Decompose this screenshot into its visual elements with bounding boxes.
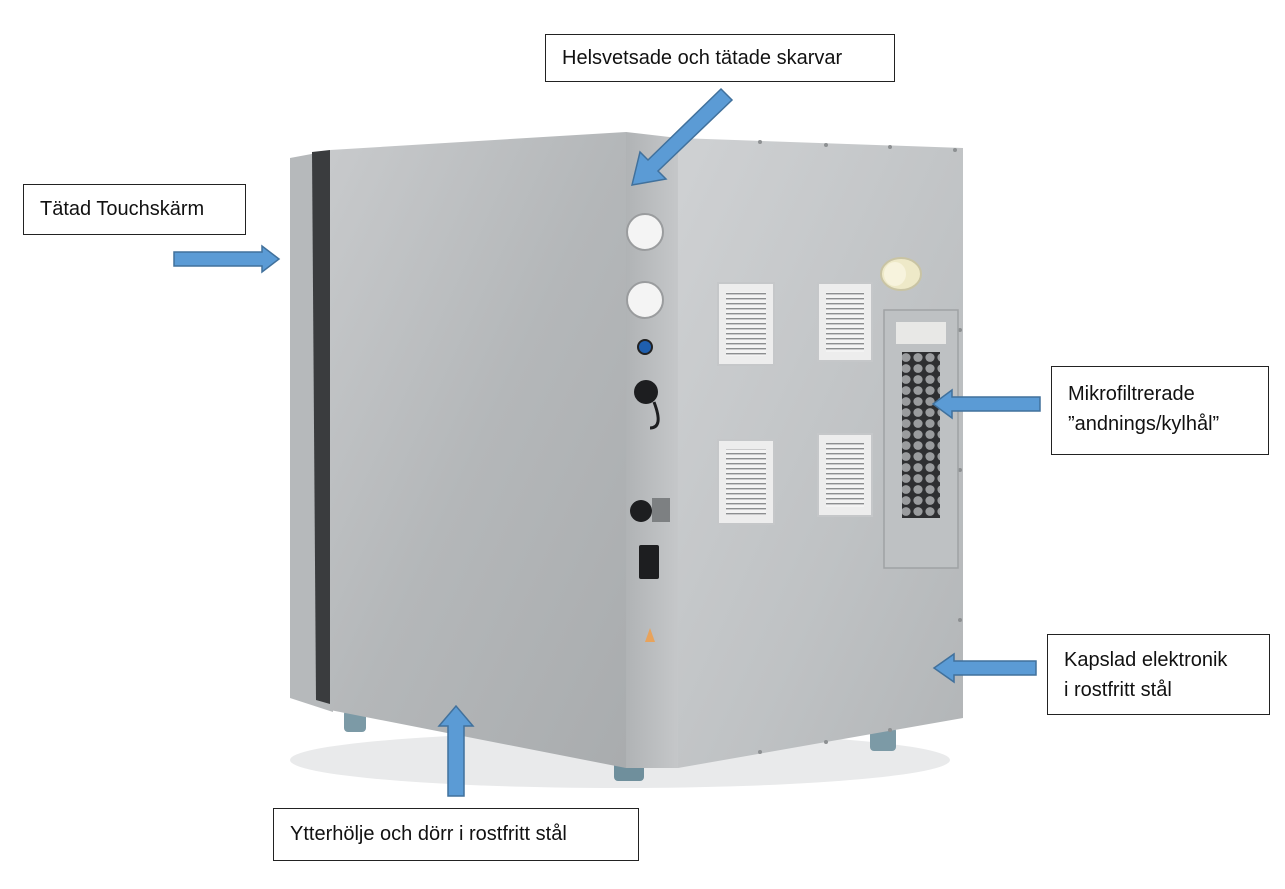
connector-icon bbox=[630, 500, 652, 522]
vent-grille-icon bbox=[717, 439, 775, 525]
arrow-icon bbox=[932, 652, 1037, 684]
connector-housing bbox=[652, 498, 670, 522]
connector-icon bbox=[637, 339, 653, 355]
callout-filter-line2: ”andnings/kylhål” bbox=[1068, 413, 1220, 435]
panel-screws bbox=[758, 140, 962, 754]
vent-grille-icon bbox=[817, 433, 873, 517]
callout-housing-text: Ytterhölje och dörr i rostfritt stål bbox=[290, 823, 567, 845]
connector-cap-cord bbox=[649, 401, 660, 430]
warning-icon bbox=[645, 628, 655, 642]
callout-touchscreen-text: Tätad Touchskärm bbox=[40, 198, 205, 220]
callout-seams: Helsvetsade och tätade skarvar bbox=[545, 34, 895, 82]
callout-filter: Mikrofiltrerade ”andnings/kylhål” bbox=[1051, 366, 1269, 455]
round-plug bbox=[626, 281, 664, 319]
callout-filter-line1: Mikrofiltrerade bbox=[1068, 383, 1195, 405]
front-panel bbox=[330, 132, 626, 768]
callout-electronics-line2: i rostfritt stål bbox=[1064, 679, 1172, 701]
power-inlet-icon bbox=[639, 545, 659, 579]
exhaust-cap-inner bbox=[884, 262, 906, 286]
callout-touchscreen: Tätad Touchskärm bbox=[23, 184, 246, 235]
callout-electronics: Kapslad elektronik i rostfritt stål bbox=[1047, 634, 1270, 715]
filter-label bbox=[896, 322, 946, 344]
callout-electronics-line1: Kapslad elektronik bbox=[1064, 649, 1228, 671]
vent-grille-icon bbox=[717, 282, 775, 366]
round-plug bbox=[626, 213, 664, 251]
honeycomb-filter-icon bbox=[902, 352, 940, 518]
callout-seams-text: Helsvetsade och tätade skarvar bbox=[562, 47, 843, 69]
arrow-icon bbox=[173, 244, 281, 274]
door-seal bbox=[312, 150, 330, 704]
arrow-icon bbox=[931, 388, 1041, 420]
vent-grille-icon bbox=[817, 282, 873, 362]
arrow-icon bbox=[437, 704, 475, 797]
callout-housing: Ytterhölje och dörr i rostfritt stål bbox=[273, 808, 639, 861]
connector-icon bbox=[634, 380, 658, 404]
arrow-icon bbox=[631, 87, 734, 186]
